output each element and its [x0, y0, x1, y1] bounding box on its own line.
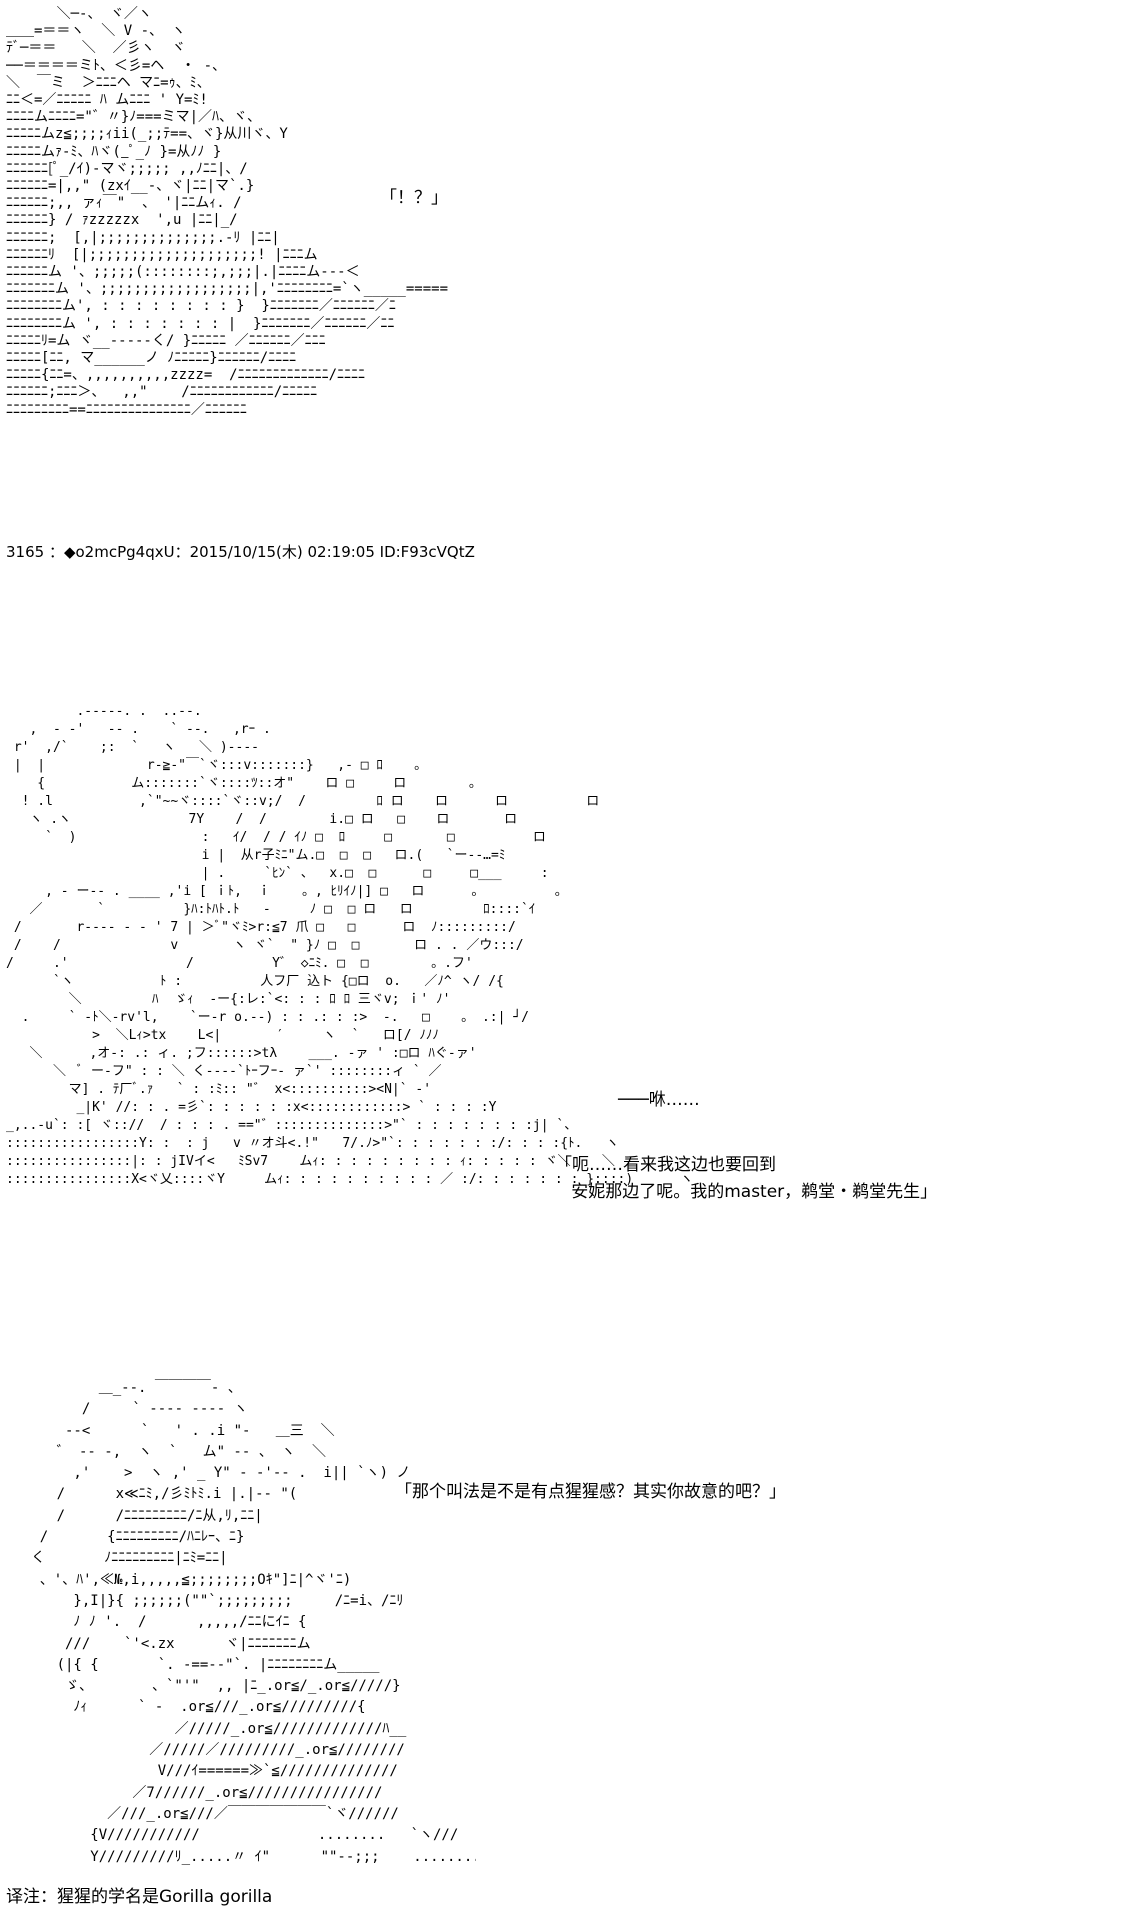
art-line: ‐‐< ` ' . .i "‐ ＿三 ＼: [6, 1422, 335, 1439]
art-line: ﾆﾆﾆﾆﾆﾆム '、;;;;;(::::::::;,;;;|.|ﾆﾆﾆﾆム‐‐‐…: [6, 264, 360, 281]
art-line: | . `ﾋﾝ` 、 x.□ □ □ □___ :: [6, 866, 549, 881]
art-line: ＼ ﾊ ゞｨ ‐ー{:レ:`<: : : ﾛ ﾛ 三ヾv; ｉ' ﾉ': [6, 992, 451, 1007]
art-line: > ＼Lｨ>tx L<| ′ ヽ ` ロ[/ ﾉﾉﾉ: [6, 1028, 439, 1043]
art-line: ﾃﾞ─＝＝ ＼ ／彡ヽ ヾ: [6, 40, 186, 57]
art-line: ＼ ￣ミ ＞ﾆﾆﾆヘ マﾆ=ｩ、ﾐ、: [6, 74, 211, 91]
art-line: _|K' //: : . =彡`: : : : : :x<:::::::::::…: [6, 1100, 497, 1115]
art-line: ﾉ ﾉ '. / ,,,,,/ﾆﾆにｲﾆ {: [6, 1614, 307, 1631]
post-number: 3165: [6, 543, 45, 561]
art-line: | | r‐≧‐"￣`ヾ:::v:::::::} ,‐ □ ﾛ 。: [6, 758, 428, 773]
art-line: r' ,/` ;: ` ヽ ＼ )‐‐‐‐: [6, 740, 259, 755]
translator-note: 译注：猩猩的学名是Gorilla gorilla: [6, 1887, 273, 1907]
art-line: ﾆﾆﾆﾆﾆムz≦;;;;ｨii(_;;ﾃ==、ヾ}从川ヾ、Y: [6, 126, 288, 143]
art-line: ﾆﾆﾆﾆﾆﾆﾆﾆム', : : : : : : : : } }ﾆﾆﾆﾆﾆﾆﾆ／ﾆ…: [6, 298, 396, 315]
art-line: / {ﾆﾆﾆﾆﾆﾆﾆﾆﾆ/ﾊﾆﾚｰ、ﾆ}: [6, 1529, 245, 1546]
post-id: ID:F93cVQtZ: [374, 543, 475, 561]
post-header: 3165 ：◆o2mcPg4qxU：2015/10/15(木) 02:19:05…: [6, 541, 475, 562]
art-line: ::::::::::::::::|: : jIVイ< ﾐSv7 ムｨ: : : …: [6, 1154, 615, 1169]
art-line: . ` ‐ﾄ＼‐rv'l, `ー‐r o.‐‐) : : .: : :> ‐. …: [6, 1010, 529, 1025]
art-line: ﾆﾆﾆﾆﾆﾆ[ﾟ_/ｲ)-マヾ;;;;; ,,ﾉﾆﾆ|、/: [6, 160, 248, 177]
art-line: {V/////////// ........ `ヽ///: [6, 1827, 459, 1844]
art-line: ／7//////_.or≦////////////////: [6, 1784, 383, 1801]
art-line: ＼ ,オ‐: .: ィ. ;フ::::::>tλ ___. ‐ァ ' :□ロ ﾊ…: [6, 1046, 477, 1061]
art-line: ﾆﾆﾆﾆﾆﾆ;,, ァｨ￣" 、 '|ﾆﾆムｨ. /: [6, 195, 242, 212]
art-line: ﾆﾆﾆﾆﾆ[ﾆﾆ, マ______ノ ﾉﾆﾆﾆﾆﾆ}ﾆﾆﾆﾆﾆﾆ/ﾆﾆﾆﾆ: [6, 350, 297, 367]
art-line: ﾆﾆﾆﾆムﾆﾆﾆﾆ="゛〃}ﾉ===ミマ|／ﾊ、ヾ、: [6, 109, 262, 126]
art-line: ﾆﾆﾆﾆﾆﾆ=|,," (zxｲ__‐、ヾ|ﾆﾆ|マ`.}: [6, 178, 255, 195]
art-line: ﾆﾆﾆﾆﾆﾆﾆﾆム ', : : : : : : : | }ﾆﾆﾆﾆﾆﾆﾆ／ﾆﾆ…: [6, 315, 395, 332]
art-line: V///ｲ======≫`≦//////////////: [6, 1763, 398, 1780]
art-line: ヽ .ヽ 7Y / / i.□ ロ □ ロ ロ: [6, 812, 518, 827]
post-date: ：2015/10/15(木) 02:19:05: [174, 543, 375, 561]
art-line: ﾆﾆﾆﾆﾆムｧ-ﾐ、ﾊヾ(_ﾟ_ﾉ }=从ﾉﾉ }: [6, 143, 222, 160]
art-line: ／///_.or≦///／￣￣￣￣￣￣￣`ヾ//////: [6, 1805, 399, 1822]
art-line: i | 从r子ﾐﾆ"ム.□ □ □ ロ.( `ー‐‐…=ﾐ: [6, 848, 506, 863]
ascii-art-panel-2: .‐‐‐‐‐. . ..‐‐. , ‐ ‐' ‐‐ . ` ‐‐. ,rｰ . …: [6, 703, 756, 1189]
art-line: ゞ、 、`"'" ,, |ﾆ_.or≦/_.or≦/////}: [6, 1678, 401, 1695]
art-line: },I|}{ ;;;;;;(""`;;;;;;;;; /ﾆ=i、/ﾆﾘ: [6, 1592, 404, 1609]
art-line: ＼ ﾞ ー‐フ" : : ＼ く-‐‐‐`ﾄｰフｰ‐ ァ`' ::::::::ィ…: [6, 1064, 442, 1079]
art-line: / / v ヽ ヾ` " }ﾉ □ □ ロ . . ／ウ:::/: [6, 938, 524, 953]
art-line: :::::::::::::::::Y: : : j v 〃オ斗<.!" 7/.ﾉ…: [6, 1136, 619, 1151]
art-line: / ` ‐‐‐‐ ‐‐‐‐ ヽ: [6, 1401, 248, 1418]
art-line: ,' > ヽ ,' _ Y" ‐ ‐'‐‐ . i|| `ヽ) ノ: [6, 1465, 411, 1482]
art-line: / /ﾆﾆﾆﾆﾆﾆﾆﾆﾆ/ﾆ从,ﾘ,ﾆﾆ|: [6, 1507, 263, 1524]
art-line: く ﾉﾆﾆﾆﾆﾆﾆﾆﾆﾆ|ﾆﾐ=ﾆﾆ|: [6, 1550, 228, 1567]
art-line: ﾆﾆﾆﾆﾆ{ﾆﾆ=、,,,,,,,,,,zzzz= /ﾆﾆﾆﾆﾆﾆﾆﾆﾆﾆﾆﾆﾆ…: [6, 367, 366, 384]
dialogue-panel-1: 「！？」: [380, 188, 448, 208]
art-line: { ム:::::::`ヾ::::ﾂ::オ" ロ □ ロ 。: [6, 776, 482, 791]
art-line: ＼─‐、 ヾ／ヽ: [6, 6, 152, 22]
art-line: / r‐‐‐‐ ‐ ‐ ' 7 | ＞ﾞ"ヾﾐ>r:≦7 爪 □ □ ロ ﾉ::…: [6, 920, 516, 935]
art-line: `ヽ ﾄ : 人フ厂 込ト {□ロ o. ／ﾉ^ ヽ/ /{: [6, 974, 504, 989]
art-line: ﾆﾆ＜=／ﾆﾆﾆﾆﾆ ﾊ ムﾆﾆﾆ ' Y=ﾐ!: [6, 92, 208, 109]
sfx-text: ───咻……: [618, 1090, 700, 1110]
art-line: , ‐ ー‐‐ . ____ ,'i [ ｉﾄ, ｉ 。, ﾋﾘｲﾉ|] □ ロ…: [6, 884, 568, 899]
dialogue-panel-3: 「那个叫法是不是有点猩猩感？其实你故意的吧？」: [395, 1482, 786, 1502]
art-line: ﾆﾆﾆﾆﾆﾆﾘ [|;;;;;;;;;;;;;;;;;;;;! |ﾆﾆﾆム: [6, 246, 318, 263]
dialogue-panel-2-line-1: 「呃……看来我这边也要回到: [555, 1155, 776, 1175]
poster-name: ◆o2mcPg4qxU: [63, 543, 175, 561]
art-line: .‐‐‐‐‐. . ..‐‐.: [6, 704, 202, 719]
art-line: ﾆﾆﾆﾆﾆﾆ} / ｧzzzzzx ',u |ﾆﾆ|_/: [6, 212, 238, 229]
art-line: ` ) : ｲ/ / / ｲﾉ □ ﾛ □ □ ロ: [6, 830, 546, 845]
art-line: ／ ` }ﾊ:ﾄﾊﾄ.ﾄ ‐ ﾉ □ □ ロ ロ ﾛ::::`ｲ: [6, 902, 536, 917]
art-line: _,..‐u`: :[ ヾ::// / : : : . =="゛::::::::…: [6, 1118, 578, 1133]
art-line: ／/////／/////////_.or≦////////: [6, 1742, 405, 1759]
art-line: ﾆﾆﾆﾆﾆﾆ;ﾆﾆﾆ＞、 ,," /ﾆﾆﾆﾆﾆﾆﾆﾆﾆﾆﾆﾆ/ﾆﾆﾆﾆﾆ: [6, 384, 318, 401]
post-separator: ：: [44, 543, 64, 561]
art-line: ──＝＝＝＝ミﾄ、＜彡=ヘ ・ ‐、: [6, 57, 227, 74]
art-line: ﾆﾆﾆﾆﾆﾆﾆﾆﾆ==ﾆﾆﾆﾆﾆﾆﾆﾆﾆﾆﾆﾆﾆﾆﾆ／ﾆﾆﾆﾆﾆﾆ: [6, 401, 247, 418]
art-line: /// `'<.zx ヾ|ﾆﾆﾆﾆﾆﾆﾆム: [6, 1635, 311, 1652]
art-line: Y/////////ﾘ_.....〃 ｲ" ""‐‐;;; ..........…: [90, 1848, 476, 1865]
dialogue-panel-2-line-2: 安妮那边了呢。我的master，鹈堂・鹈堂先生」: [555, 1182, 938, 1202]
art-line: ! .l ,`"~~ヾ::::`ヾ::v;/ / ﾛ ロ ロ ロ ロ: [6, 794, 600, 809]
art-line: ＿＿=＝＝ヽ ＼ V ‐、 ヽ: [6, 23, 186, 40]
art-line: ﾆﾆﾆﾆﾆﾘ=ム ヾ__‐‐‐‐‐く/ }ﾆﾆﾆﾆﾆ ／ﾆﾆﾆﾆﾆﾆ／ﾆﾆﾆ: [6, 332, 326, 349]
art-line: マ] . ﾃ厂ﾞ.ｧ ` : :ﾐ:: "゛ x<::::::::::><N|`…: [6, 1082, 432, 1097]
art-line: ﾆﾆﾆﾆﾆﾆ; [,|;;;;;;;;;;;;;;.‐ﾘ |ﾆﾆ|: [6, 229, 280, 246]
ascii-art-panel-1: ＼─‐、 ヾ／ヽ＿＿=＝＝ヽ ＼ V ‐、 ヽﾃﾞ─＝＝ ＼ ／彡ヽ ヾ──＝＝…: [6, 6, 526, 419]
art-line: 、'、ﾊ',≪№,i,,,,,≦;;;;;;;;Oｷ"]ﾆ|^ヾ'ﾆ): [6, 1571, 352, 1588]
art-line: ::::::::::::::::X<ヾ乂::::ヾY ムｨ: : : : : :…: [6, 1172, 694, 1187]
art-line: ﾉｨ ` ‐ .or≦///_.or≦/////////{: [6, 1699, 366, 1716]
ascii-art-panel-3: ＿_‐‐. ￣￣￣￣‐ 、 / ` ‐‐‐‐ ‐‐‐‐ ヽ ‐‐< ` ' . …: [6, 1378, 476, 1868]
art-line: (|{ { `. ‐==‐‐"`. |ﾆﾆﾆﾆﾆﾆﾆﾆム_____: [6, 1656, 380, 1673]
art-line: / x≪ﾆﾐ,/彡ﾐﾄﾐ.i |.|‐‐ "(: [6, 1486, 298, 1503]
art-line: ﾆﾆﾆﾆﾆﾆﾆム '、;;;;;;;;;;;;;;;;;;|,'ﾆﾆﾆﾆﾆﾆﾆﾆ…: [6, 281, 449, 298]
art-line: , ‐ ‐' ‐‐ . ` ‐‐. ,rｰ .: [6, 722, 271, 737]
art-line: / .' / Y゛ ◇ﾆﾐ. □ □ 。.フ': [6, 956, 473, 971]
art-line: ゛ ‐‐ ‐, ヽ ` ム" ‐‐ 、 ヽ ＼: [6, 1443, 327, 1460]
art-line: ／/////_.or≦/////////////ﾊ__: [6, 1720, 407, 1737]
art-line: ＿_‐‐. ￣￣￣￣‐ 、: [6, 1380, 242, 1396]
